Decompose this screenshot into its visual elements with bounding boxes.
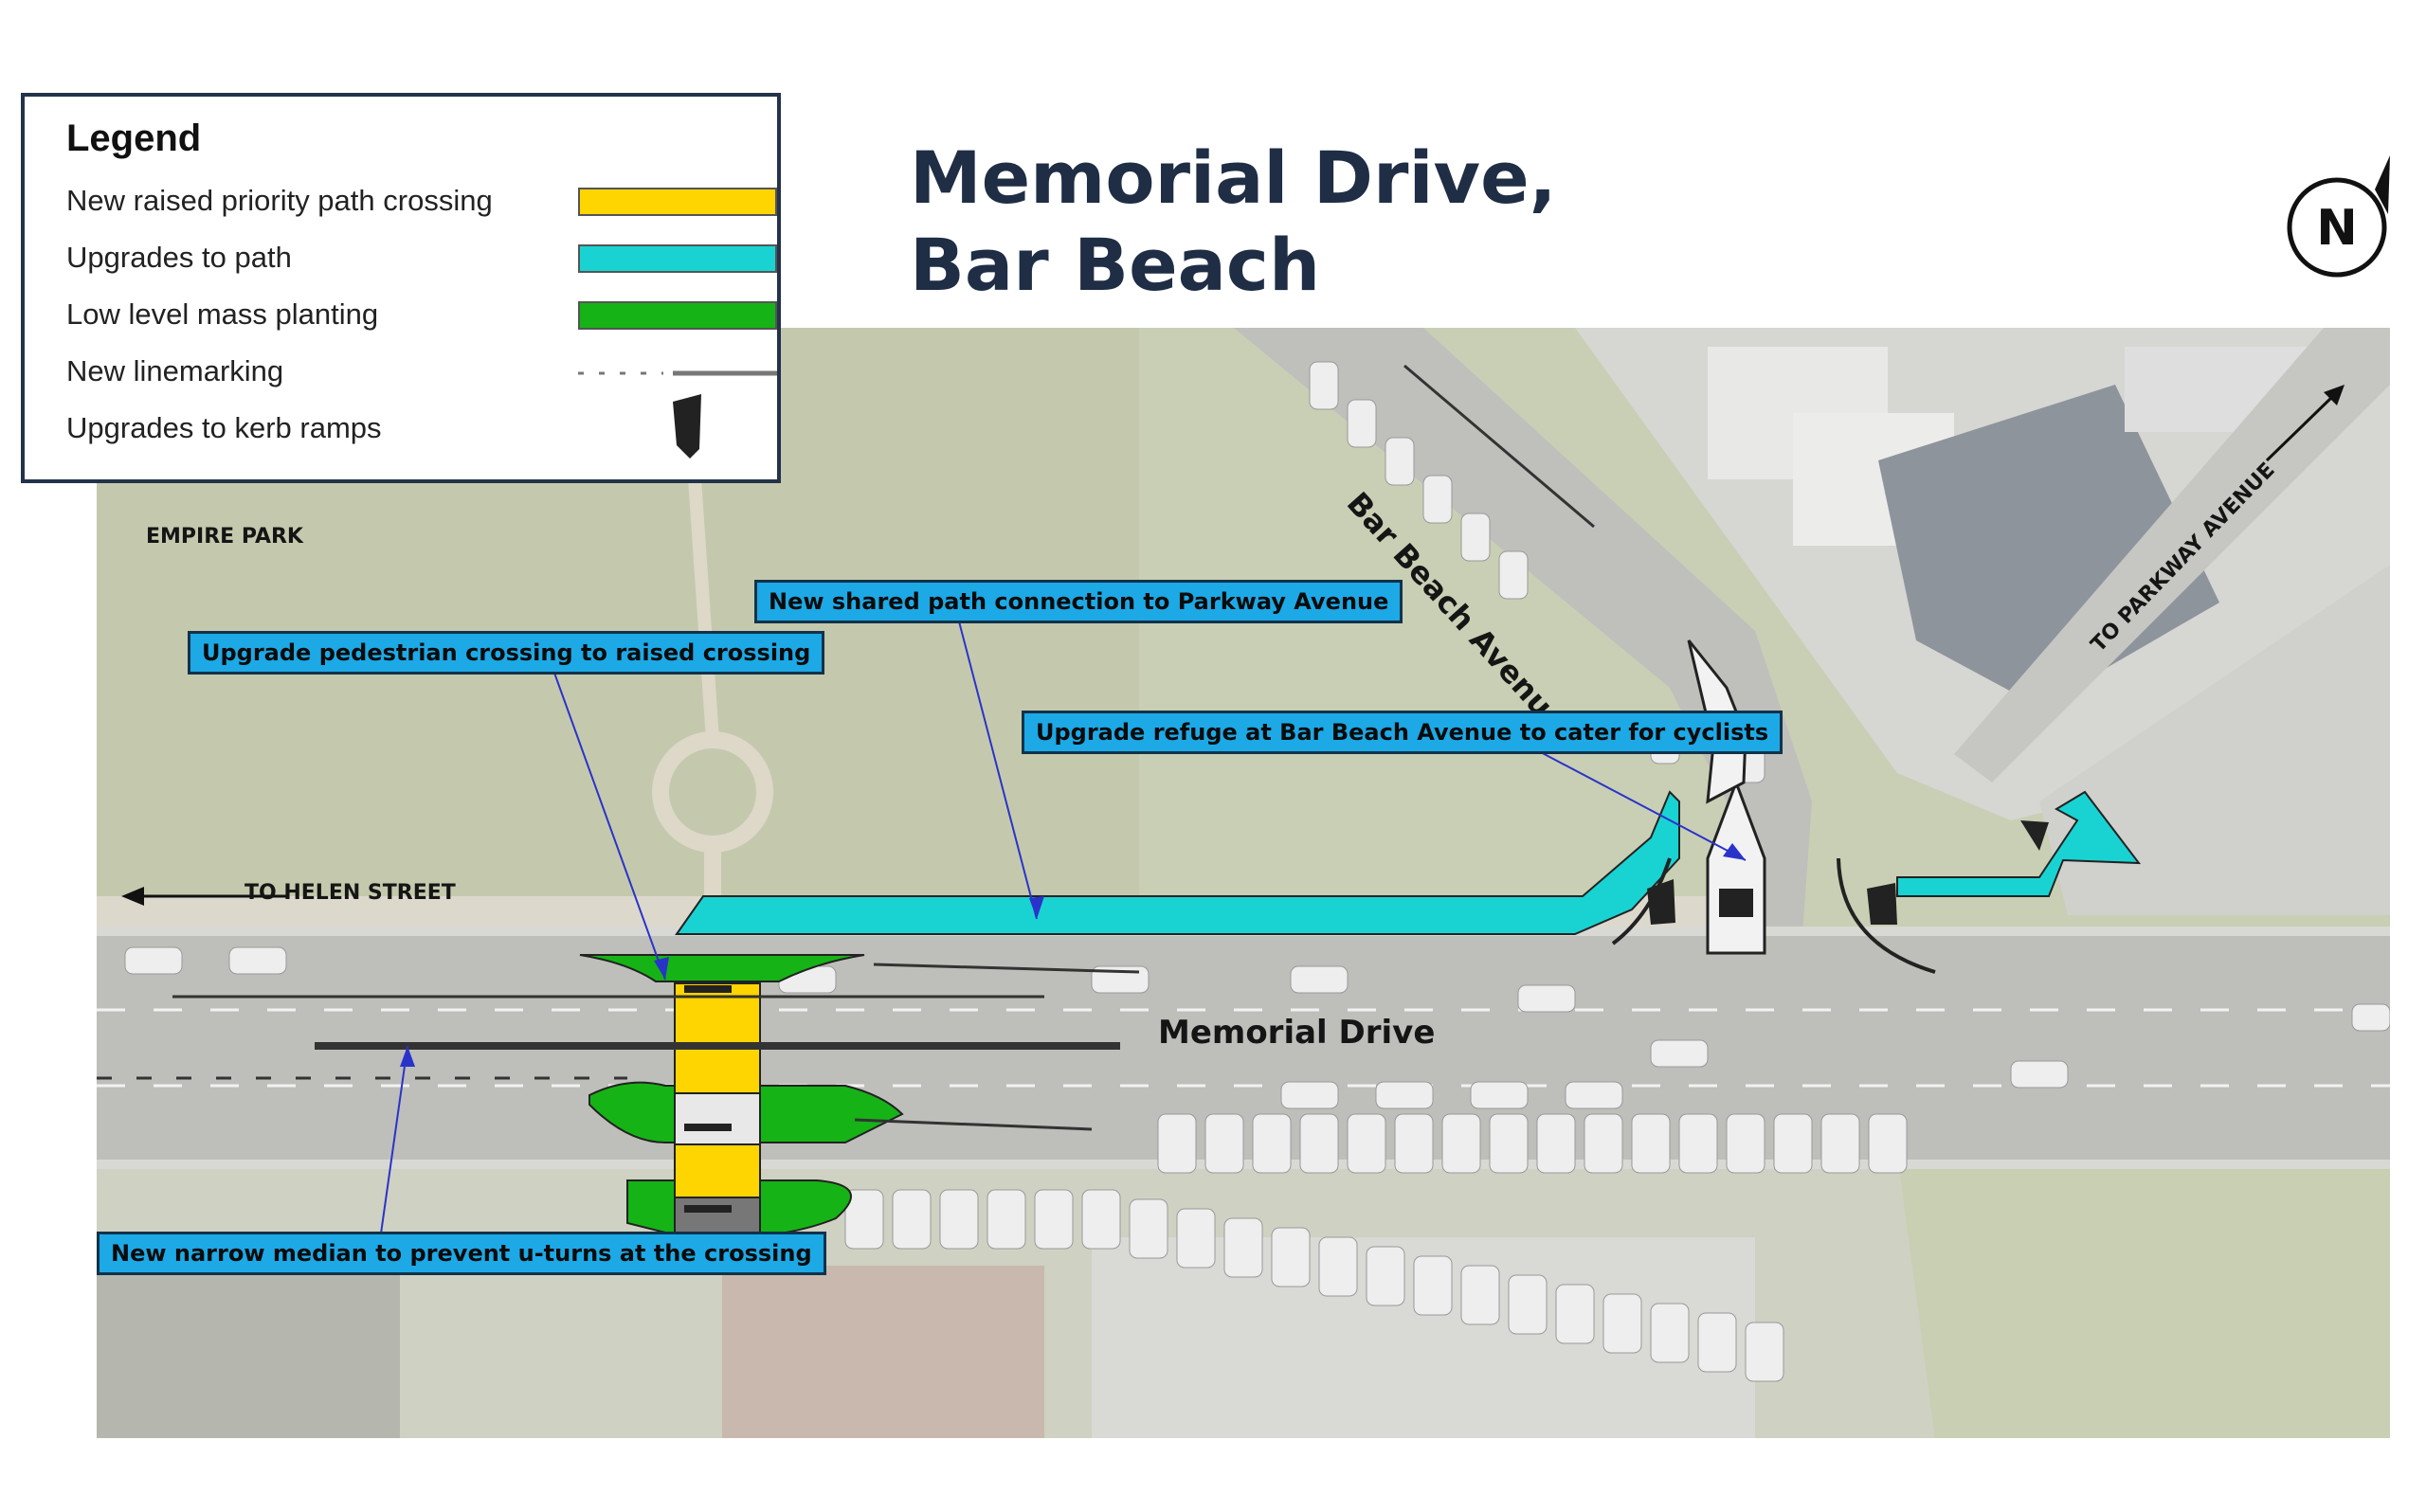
legend-item-label: New linemarking: [66, 354, 284, 387]
legend-item-path-upgrades: Upgrades to path: [66, 241, 777, 279]
legend-item-label: New raised priority path crossing: [66, 184, 493, 217]
legend-item-linemarking: New linemarking: [66, 354, 777, 392]
crossing-refuge: [674, 1092, 761, 1145]
planting-north: [579, 954, 865, 982]
raised-crossing-south: [674, 1143, 761, 1198]
label-memorial-drive: Memorial Drive: [1158, 1014, 1436, 1052]
legend: Legend New raised priority path crossing…: [21, 93, 781, 483]
callout-ped-crossing: Upgrade pedestrian crossing to raised cr…: [188, 631, 825, 675]
planting-swatch: [578, 301, 777, 330]
legend-item-planting: Low level mass planting: [66, 297, 777, 335]
building-south: [722, 1266, 1044, 1438]
parkway-road: [1954, 328, 2390, 783]
shared-path-upgrade: [675, 790, 1680, 935]
legend-title: Legend: [66, 117, 202, 159]
legend-item-raised-crossing: New raised priority path crossing: [66, 184, 777, 222]
kerb-ramp: [1867, 883, 1897, 925]
label-empire-park: EMPIRE PARK: [146, 525, 303, 549]
building-south: [97, 1256, 400, 1438]
crossing-ramp: [674, 1197, 761, 1236]
kerb-ramp-icon: [673, 394, 701, 459]
aerial-map[interactable]: EMPIRE PARK TO HELEN STREET Memorial Dri…: [97, 328, 2390, 1438]
kerb-ramp: [2020, 820, 2049, 851]
map-title-line1: Memorial Drive,: [910, 135, 1557, 220]
raised-crossing-swatch: [578, 188, 777, 216]
grass-south-east: [1897, 1105, 2390, 1438]
aerial-map-canvas: [97, 328, 2390, 1438]
north-label: N: [2316, 200, 2358, 257]
helen-street-arrowhead: [121, 887, 144, 906]
callout-shared-path: New shared path connection to Parkway Av…: [754, 580, 1403, 623]
callout-refuge: Upgrade refuge at Bar Beach Avenue to ca…: [1022, 711, 1783, 754]
path-upgrade-swatch: [578, 244, 777, 273]
parked-cars: [124, 361, 2390, 1382]
map-title: Memorial Drive, Bar Beach: [910, 135, 1556, 309]
label-helen-street: TO HELEN STREET: [244, 881, 456, 905]
parkway-arrowhead: [2324, 385, 2345, 405]
kerb-line: [1611, 857, 1672, 945]
parkway-arrow: [2265, 394, 2335, 462]
callout-leader-lines: [380, 621, 1747, 1234]
kerb-ramp: [1647, 879, 1675, 925]
callout-median: New narrow median to prevent u-turns at …: [97, 1232, 826, 1275]
north-arrow-icon: N: [2287, 155, 2390, 278]
kerb-ramp: [684, 985, 732, 993]
car-park-north: [2039, 565, 2390, 915]
map-title-line2: Bar Beach: [910, 223, 1321, 307]
new-linemarking: [873, 963, 1140, 974]
legend-item-label: Low level mass planting: [66, 297, 379, 331]
new-linemarking: [854, 1118, 1093, 1131]
legend-item-kerb-ramps: Upgrades to kerb ramps: [66, 394, 730, 459]
kerb-ramp: [684, 1205, 732, 1213]
new-linemarking: [1403, 364, 1595, 529]
refuge-ramp: [1719, 889, 1753, 917]
legend-item-label: Upgrades to path: [66, 241, 292, 274]
kerb-line: [1837, 857, 1936, 974]
parkway-path-upgrade: [1896, 790, 2142, 897]
raised-crossing-north: [674, 982, 761, 1094]
legend-item-label: Upgrades to kerb ramps: [66, 411, 382, 444]
callout-leader-arrowheads: [400, 843, 1746, 1067]
linemarking-swatch: [578, 370, 777, 376]
kerb-ramp: [684, 1124, 732, 1131]
